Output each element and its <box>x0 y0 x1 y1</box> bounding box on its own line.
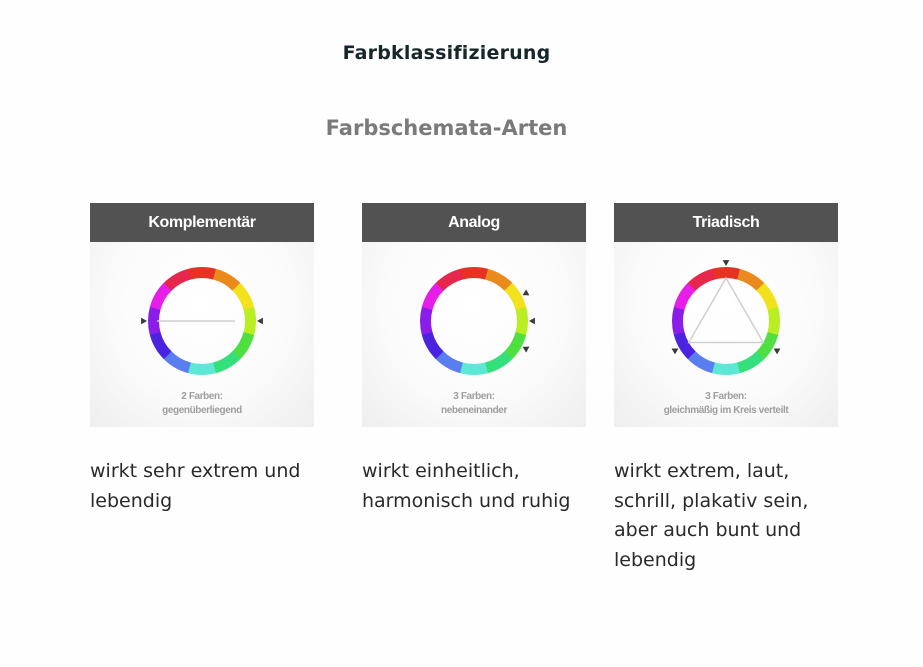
page-subtitle: Farbschemata-Arten <box>325 116 568 140</box>
card-description-complementary: wirkt sehr extrem und lebendig <box>90 460 301 512</box>
wheel-marker <box>773 348 781 355</box>
wheel-segment <box>485 268 513 291</box>
caption-line: 3 Farben: <box>705 391 747 402</box>
wheel-marker <box>529 317 535 325</box>
card-caption-analogous: 3 Farben: nebeneinander <box>362 390 586 417</box>
wheel-segment <box>673 331 696 360</box>
caption-line: 3 Farben: <box>453 391 495 402</box>
wheel-segment <box>212 351 241 374</box>
wheel-segment <box>687 268 716 291</box>
wheel-segment <box>711 362 740 375</box>
card-header-complementary: Komplementär <box>90 203 314 242</box>
wheel-segment <box>420 306 433 335</box>
wheel-segment <box>672 306 685 335</box>
wheel-segment <box>687 351 715 374</box>
caption-line: nebeneinander <box>441 404 507 416</box>
wheel-segment <box>148 306 161 335</box>
wheel-segment <box>459 362 488 375</box>
wheel-segment <box>460 267 489 280</box>
wheel-segment <box>712 267 741 280</box>
card-description-triadic: wirkt extrem, laut, schrill, plakativ se… <box>614 460 809 571</box>
caption-line: 2 Farben: <box>181 391 223 402</box>
wheel-segment <box>187 362 216 375</box>
wheel-segment <box>756 282 779 311</box>
card-complementary: Komplementär 2 Farben: gegenüberliegend … <box>90 203 314 516</box>
card-header-analogous: Analog <box>362 203 586 242</box>
wheel-segment <box>515 307 528 336</box>
page-title: Farbklassifizierung <box>342 42 551 64</box>
wheel-segment <box>149 282 172 310</box>
color-wheel <box>420 267 535 375</box>
triadic-scheme-image: Triadisch 3 Farben: gleichmäßig im Kreis… <box>614 203 838 427</box>
wheel-segment <box>484 351 513 374</box>
wheel-marker <box>722 260 730 266</box>
wheel-marker <box>671 348 679 355</box>
wheel-segment <box>232 332 255 360</box>
wheel-segment <box>421 282 444 310</box>
wheel-segment <box>149 331 172 360</box>
wheel-segment <box>737 268 765 291</box>
wheel-segment <box>673 282 696 310</box>
wheel-segment <box>188 267 217 280</box>
wheel-marker <box>522 289 530 296</box>
caption-line: gleichmäßig im Kreis verteilt <box>663 404 789 416</box>
wheel-segment <box>163 268 192 291</box>
wheel-segment <box>163 351 191 374</box>
triangle-line <box>687 276 765 344</box>
color-wheel <box>671 260 781 375</box>
complementary-scheme-image: Komplementär 2 Farben: gegenüberliegend <box>90 203 314 427</box>
wheel-segment <box>767 307 780 336</box>
wheel-segment <box>435 268 464 291</box>
card-header-triadic: Triadisch <box>614 203 838 242</box>
card-caption-complementary: 2 Farben: gegenüberliegend <box>90 390 314 417</box>
analogous-scheme-image: Analog 3 Farben: nebeneinander <box>362 203 586 427</box>
wheel-segment <box>232 282 255 311</box>
wheel-segment <box>421 331 444 360</box>
wheel-segment <box>213 268 241 291</box>
wheel-marker <box>141 317 147 325</box>
caption-line: gegenüberliegend <box>162 404 242 416</box>
wheel-segment <box>736 351 765 374</box>
wheel-marker <box>522 346 530 353</box>
wheel-segment <box>435 351 463 374</box>
wheel-marker <box>257 317 263 325</box>
wheel-segment <box>504 332 527 360</box>
color-wheel <box>141 267 263 375</box>
card-caption-triadic: 3 Farben: gleichmäßig im Kreis verteilt <box>614 390 838 417</box>
card-triadic: Triadisch 3 Farben: gleichmäßig im Kreis… <box>614 203 838 575</box>
card-analogous: Analog 3 Farben: nebeneinander wirkt ein… <box>362 203 586 516</box>
wheel-segment <box>756 332 779 360</box>
card-description-analogous: wirkt einheitlich, harmonisch und ruhig <box>362 460 571 512</box>
wheel-segment <box>243 307 256 336</box>
wheel-segment <box>504 282 527 311</box>
